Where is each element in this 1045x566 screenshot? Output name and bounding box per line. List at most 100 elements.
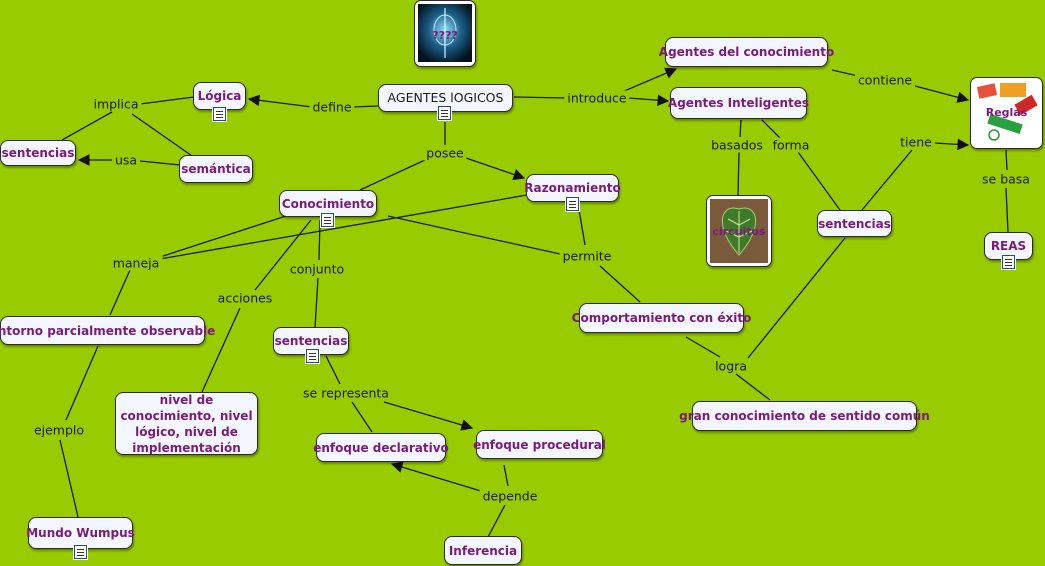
link-label-permite: permite <box>559 248 615 264</box>
node-agentes-conocimiento-label: Agentes del conocimiento <box>658 45 835 59</box>
line-maneja-1 <box>159 215 287 258</box>
line-conjunto-2 <box>314 277 319 329</box>
link-label-forma: forma <box>769 137 813 153</box>
node-inferencia[interactable]: Inferencia <box>444 536 522 565</box>
link-label-implica: implica <box>90 96 142 112</box>
node-gran-conocimiento[interactable]: gran conocimiento de sentido común <box>679 401 930 431</box>
link-label-conjunto: conjunto <box>286 261 348 277</box>
line-permite-1 <box>387 215 561 255</box>
line-sebasa-1 <box>1005 149 1008 171</box>
line-logra-2 <box>747 237 846 359</box>
doc-icon[interactable] <box>321 213 334 227</box>
line-maneja-3 <box>109 269 131 316</box>
image-top-caption: ???? <box>432 29 458 42</box>
link-label-se-basa: se basa <box>979 171 1033 187</box>
doc-icon[interactable] <box>306 349 319 363</box>
node-enfoque-procedural-label: enfoque procedural <box>473 437 606 452</box>
line-logra-1 <box>685 336 721 358</box>
line-serepresenta-2 <box>351 401 373 433</box>
line-define-2 <box>247 94 313 108</box>
node-entorno-label: entorno parcialmente observable <box>0 323 216 338</box>
line-introduce-1 <box>513 96 567 99</box>
doc-icon[interactable] <box>566 197 579 211</box>
node-enfoque-declarativo[interactable]: enfoque declarativo <box>313 433 449 462</box>
line-basados-1 <box>739 119 742 138</box>
node-logica-label: Lógica <box>197 89 242 103</box>
line-serepresenta-1 <box>325 355 341 385</box>
doc-icon[interactable] <box>438 106 451 120</box>
line-implica-3 <box>131 113 196 159</box>
node-agentes-inteligentes-label: Agentes Inteligentes <box>667 96 810 110</box>
node-logica[interactable]: Lógica <box>193 82 246 110</box>
image-mid-caption: circuitos <box>712 225 766 238</box>
line-posee-3 <box>465 157 526 181</box>
line-ejemplo-1 <box>65 345 99 421</box>
doc-icon[interactable] <box>1002 255 1015 269</box>
node-semantica[interactable]: semántica <box>179 155 253 183</box>
link-label-define: define <box>309 99 355 115</box>
node-niveles[interactable]: nivel de conocimiento, nivel lógico, niv… <box>115 392 258 455</box>
node-comportamiento[interactable]: Comportamiento con éxito <box>572 303 751 333</box>
image-node-top[interactable]: ???? <box>414 0 476 67</box>
node-mundo-wumpus[interactable]: Mundo Wumpus <box>26 517 135 549</box>
node-mundo-wumpus-label: Mundo Wumpus <box>26 526 135 540</box>
link-label-depende: depende <box>479 488 541 504</box>
line-implica-2 <box>61 111 113 141</box>
node-gran-conocimiento-label: gran conocimiento de sentido común <box>679 409 930 423</box>
node-sentencias-1[interactable]: sentencias <box>0 140 76 166</box>
node-enfoque-procedural[interactable]: enfoque procedural <box>473 430 606 459</box>
line-tiene-1 <box>861 149 913 211</box>
face-image-icon <box>418 4 472 62</box>
leaf-image-icon <box>710 199 768 263</box>
link-label-maneja: maneja <box>109 255 163 271</box>
line-contiene-1 <box>831 69 859 77</box>
link-label-logra: logra <box>712 358 750 374</box>
doc-icon[interactable] <box>74 545 87 559</box>
line-maneja-2 <box>159 194 528 260</box>
link-label-usa: usa <box>111 152 141 168</box>
node-reglas-label: Reglas <box>985 106 1028 119</box>
node-sentencias-2-label: sentencias <box>818 216 891 231</box>
node-reglas[interactable]: Reglas <box>970 77 1043 149</box>
node-agentes-inteligentes[interactable]: Agentes Inteligentes <box>667 87 810 119</box>
line-posee-2 <box>359 159 426 191</box>
link-label-ejemplo: ejemplo <box>30 422 88 438</box>
line-usa-1 <box>139 160 181 166</box>
link-label-se-representa: se representa <box>300 385 392 401</box>
node-semantica-label: semántica <box>181 162 251 176</box>
node-sentencias-2[interactable]: sentencias <box>817 210 892 237</box>
node-comportamiento-label: Comportamiento con éxito <box>571 311 752 325</box>
node-inferencia-label: Inferencia <box>448 543 518 558</box>
node-conocimiento-label: Conocimiento <box>281 196 375 211</box>
line-introduce-3 <box>627 94 670 107</box>
doc-icon[interactable] <box>213 107 226 121</box>
image-node-circuitos[interactable]: circuitos <box>706 195 772 267</box>
line-serepresenta-3 <box>383 401 474 431</box>
line-forma-1 <box>761 119 781 139</box>
link-label-acciones: acciones <box>214 290 276 306</box>
node-niveles-label: nivel de conocimiento, nivel lógico, niv… <box>120 392 253 455</box>
line-contiene-2 <box>914 85 970 103</box>
node-razonamiento-label: Razonamiento <box>524 181 621 195</box>
rules-image-icon <box>976 83 1038 141</box>
line-tiene-2 <box>933 138 970 151</box>
node-reas-label: REAS <box>990 239 1027 253</box>
link-label-tiene: tiene <box>897 134 935 150</box>
line-permite-3 <box>599 265 641 303</box>
line-forma-2 <box>797 151 841 211</box>
node-agentes-conocimiento[interactable]: Agentes del conocimiento <box>659 37 834 67</box>
line-basados-2 <box>737 151 740 196</box>
link-label-introduce: introduce <box>564 90 630 106</box>
link-label-contiene: contiene <box>854 72 916 88</box>
line-depende-3 <box>487 504 506 538</box>
line-introduce-2 <box>621 67 678 93</box>
node-enfoque-declarativo-label: enfoque declarativo <box>313 440 449 455</box>
node-entorno[interactable]: entorno parcialmente observable <box>0 316 215 345</box>
line-sebasa-2 <box>1005 187 1009 233</box>
line-permite-2 <box>577 203 586 246</box>
node-sentencias-3-label: sentencias <box>274 334 348 348</box>
line-logra-3 <box>735 373 771 401</box>
line-depende-1 <box>503 464 509 487</box>
line-depende-2 <box>390 461 485 493</box>
